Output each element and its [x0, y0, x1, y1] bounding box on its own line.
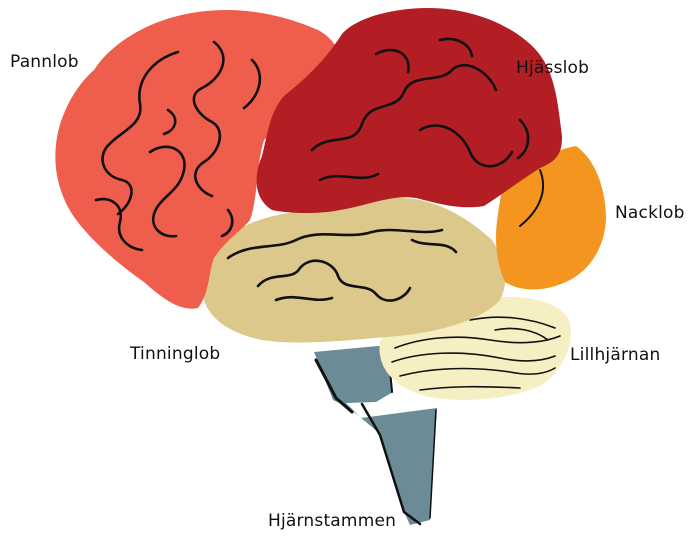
label-parietal-lobe: Hjässlob: [516, 58, 589, 78]
label-occipital-lobe: Nacklob: [615, 203, 685, 223]
label-cerebellum: Lillhjärnan: [570, 345, 660, 365]
label-frontal-lobe: Pannlob: [10, 52, 79, 72]
label-temporal-lobe: Tinninglob: [130, 344, 220, 364]
label-brainstem: Hjärnstammen: [268, 511, 396, 531]
